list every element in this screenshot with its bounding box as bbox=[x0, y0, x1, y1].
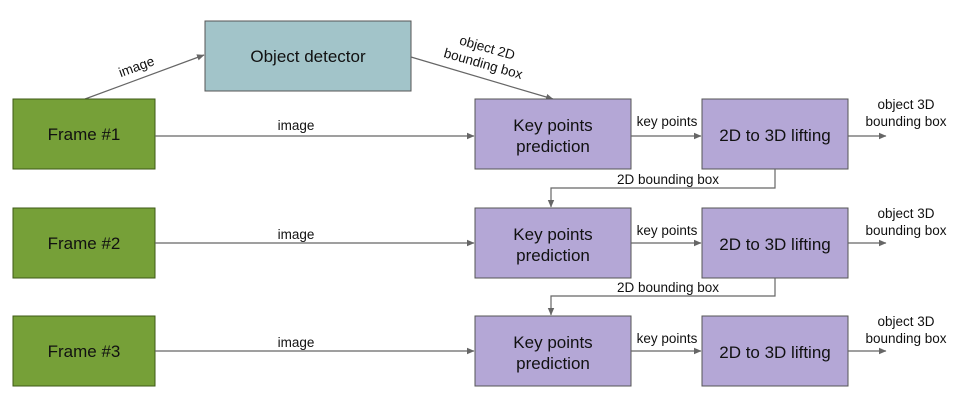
frame-3-label: Frame #3 bbox=[48, 342, 121, 361]
lifting-3-box bbox=[701, 315, 849, 387]
keypoints-1-label-line2: prediction bbox=[516, 137, 590, 156]
lifting-2-box bbox=[701, 207, 849, 279]
row-2-output-label-line1: object 3D bbox=[877, 206, 934, 221]
row-1-keypoints-label: key points bbox=[637, 114, 698, 129]
lifting-1-label: 2D to 3D lifting bbox=[719, 126, 831, 145]
frame-2-label: Frame #2 bbox=[48, 234, 121, 253]
row-2-image-label: image bbox=[278, 227, 315, 242]
frame-3-box bbox=[12, 315, 156, 387]
frame-1-box bbox=[12, 98, 156, 170]
lifting-1-box bbox=[701, 98, 849, 170]
lifting-2-label: 2D to 3D lifting bbox=[719, 235, 831, 254]
edge-detector-to-keypoints: object 2D bounding box bbox=[410, 33, 554, 101]
keypoints-1-label-line1: Key points bbox=[513, 116, 592, 135]
lifting-3-label: 2D to 3D lifting bbox=[719, 343, 831, 362]
row-1-output-label-line1: object 3D bbox=[877, 97, 934, 112]
row-3: Frame #3 image Key points prediction key… bbox=[12, 314, 947, 387]
row-2-output-label-line2: bounding box bbox=[865, 223, 946, 238]
keypoints-2-box bbox=[474, 207, 632, 279]
frame-1-label: Frame #1 bbox=[48, 125, 121, 144]
frame-2-box bbox=[12, 207, 156, 279]
object-detector-label: Object detector bbox=[250, 47, 366, 66]
keypoints-2-label-line1: Key points bbox=[513, 225, 592, 244]
feedback-edge-1: 2D bounding box bbox=[547, 169, 776, 208]
keypoints-3-label-line1: Key points bbox=[513, 333, 592, 352]
feedback-edge-2: 2D bounding box bbox=[547, 278, 776, 316]
row-3-keypoints-label: key points bbox=[637, 331, 698, 346]
keypoints-3-box bbox=[474, 315, 632, 387]
feedback-1-label: 2D bounding box bbox=[617, 172, 719, 187]
edge-frame-to-detector-label: image bbox=[117, 53, 157, 80]
row-2: Frame #2 image Key points prediction key… bbox=[12, 206, 947, 279]
keypoints-3-label-line2: prediction bbox=[516, 354, 590, 373]
keypoints-1-box bbox=[474, 98, 632, 170]
row-3-output-label-line1: object 3D bbox=[877, 314, 934, 329]
row-1-output-label-line2: bounding box bbox=[865, 114, 946, 129]
row-1: Frame #1 image Key points prediction key… bbox=[12, 97, 947, 170]
row-3-output-label-line2: bounding box bbox=[865, 331, 946, 346]
row-2-keypoints-label: key points bbox=[637, 223, 698, 238]
edge-frame-to-detector: image bbox=[84, 53, 205, 100]
object-detector-box bbox=[204, 20, 412, 92]
row-1-image-label: image bbox=[278, 118, 315, 133]
row-3-image-label: image bbox=[278, 335, 315, 350]
object-detector-node: Object detector bbox=[204, 20, 412, 92]
feedback-2-label: 2D bounding box bbox=[617, 280, 719, 295]
keypoints-2-label-line2: prediction bbox=[516, 246, 590, 265]
